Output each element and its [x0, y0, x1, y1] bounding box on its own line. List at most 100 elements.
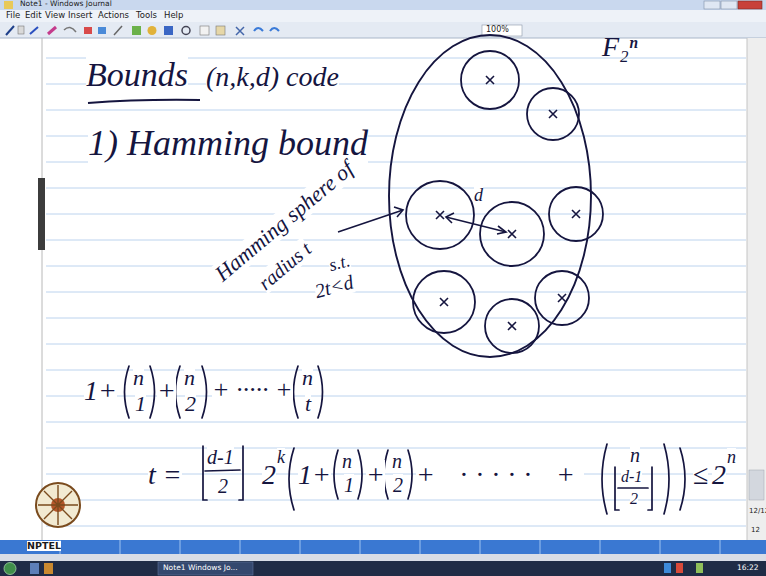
formula-brackets	[289, 448, 294, 510]
menu-bar	[0, 10, 766, 22]
formula-term: 2	[712, 460, 726, 491]
hamming-spheres	[480, 202, 544, 266]
menu-bar	[0, 10, 766, 22]
taskbar	[158, 562, 253, 575]
formula-term: 1+	[298, 460, 331, 491]
fraction-bottom: 2	[630, 490, 638, 508]
menu-item: Insert	[68, 11, 92, 20]
nptel-logo	[38, 485, 78, 525]
scrollbar	[747, 38, 748, 540]
formula-term: ≤	[693, 460, 708, 491]
toolbar	[0, 38, 766, 39]
formula-term: +	[157, 376, 176, 407]
status-bar	[0, 540, 766, 554]
title-underline	[88, 100, 200, 103]
toolbar	[48, 27, 56, 34]
formula-brackets	[294, 366, 299, 418]
formula-brackets	[176, 366, 181, 418]
binomial-bottom: t	[305, 392, 311, 416]
taskbar	[30, 563, 39, 574]
callout-arrow	[338, 207, 403, 232]
clock: 16:22	[737, 564, 759, 572]
menu-item: Actions	[98, 11, 129, 20]
formula-brackets	[408, 450, 412, 499]
codeword-cross	[558, 294, 566, 302]
toolbar	[254, 28, 263, 31]
ruled-lines	[46, 58, 746, 526]
formula-brackets	[664, 444, 669, 514]
ruled-lines	[42, 38, 43, 540]
hamming-spheres	[549, 187, 603, 241]
distance-arrow	[497, 226, 506, 234]
hamming-spheres	[527, 88, 579, 140]
toolbar	[0, 22, 766, 38]
ruled-lines	[38, 38, 746, 540]
zoom-level: 100%	[486, 26, 509, 35]
page-number: 12	[751, 527, 760, 535]
taskbar	[696, 563, 703, 573]
hamming-spheres	[535, 271, 589, 325]
status-bar	[0, 554, 766, 561]
callout-arrow	[338, 210, 403, 232]
taskbar	[676, 563, 683, 573]
scrollbar	[747, 38, 766, 540]
binomial-top: n	[184, 366, 195, 390]
distance-arrow	[446, 213, 454, 223]
toolbar	[132, 26, 141, 35]
hamming-spheres	[485, 299, 539, 353]
menu-item: File	[6, 11, 20, 20]
formula-brackets	[318, 366, 323, 418]
exponent: n	[727, 448, 736, 468]
formula-brackets	[205, 470, 240, 471]
codeword-cross	[549, 110, 557, 118]
oval-outline	[388, 34, 592, 358]
taskbar-item: Note1 Windows Jo...	[163, 564, 238, 572]
formula-term: t =	[148, 460, 182, 491]
formula-brackets	[202, 366, 207, 418]
hamming-spheres	[461, 51, 519, 109]
status-bar	[60, 540, 720, 554]
title-bar	[721, 1, 737, 9]
codeword-cross	[440, 298, 448, 306]
binomial-bottom: 1	[344, 474, 354, 496]
space-label: F₂ⁿ	[602, 32, 638, 63]
toolbar	[114, 26, 122, 35]
fraction-bottom: 2	[218, 475, 228, 497]
codeword-cross	[508, 230, 516, 238]
codeword-cross	[572, 210, 580, 218]
distance-arrow	[446, 213, 506, 234]
binomial-bottom: 2	[393, 474, 403, 496]
binomial-top: n	[302, 366, 313, 390]
codeword-cross	[436, 76, 580, 330]
oval-outline	[389, 35, 591, 357]
toolbar	[98, 27, 106, 34]
toolbar	[30, 27, 38, 34]
toolbar	[216, 26, 225, 35]
menu-item: View	[45, 11, 65, 20]
window-title: Note1 - Windows Journal	[20, 0, 112, 8]
fraction-top: d-1	[207, 446, 234, 468]
menu-item: Help	[164, 11, 183, 20]
status-bar	[0, 540, 766, 561]
toolbar	[18, 26, 24, 34]
formula-brackets	[150, 366, 155, 418]
logo-text: NPTEL	[27, 541, 61, 551]
toolbar	[148, 26, 157, 35]
ruled-lines	[38, 178, 45, 250]
title-bar	[0, 0, 766, 10]
formula-brackets	[125, 366, 686, 514]
title-bar	[0, 0, 766, 10]
exponent: k	[277, 448, 285, 468]
toolbar	[64, 27, 76, 32]
toolbar	[182, 27, 190, 35]
toolbar	[6, 26, 14, 35]
formula-term: + ····· +	[416, 460, 584, 491]
binomial-top: n	[342, 450, 352, 472]
heading: (n,k,d) code	[206, 62, 339, 93]
binomial-bottom: 1	[135, 392, 146, 416]
taskbar	[664, 563, 671, 573]
codeword-cross	[508, 322, 516, 330]
toolbar	[200, 26, 209, 35]
callout-text: 2t<d	[312, 271, 355, 302]
toolbar	[164, 26, 173, 35]
